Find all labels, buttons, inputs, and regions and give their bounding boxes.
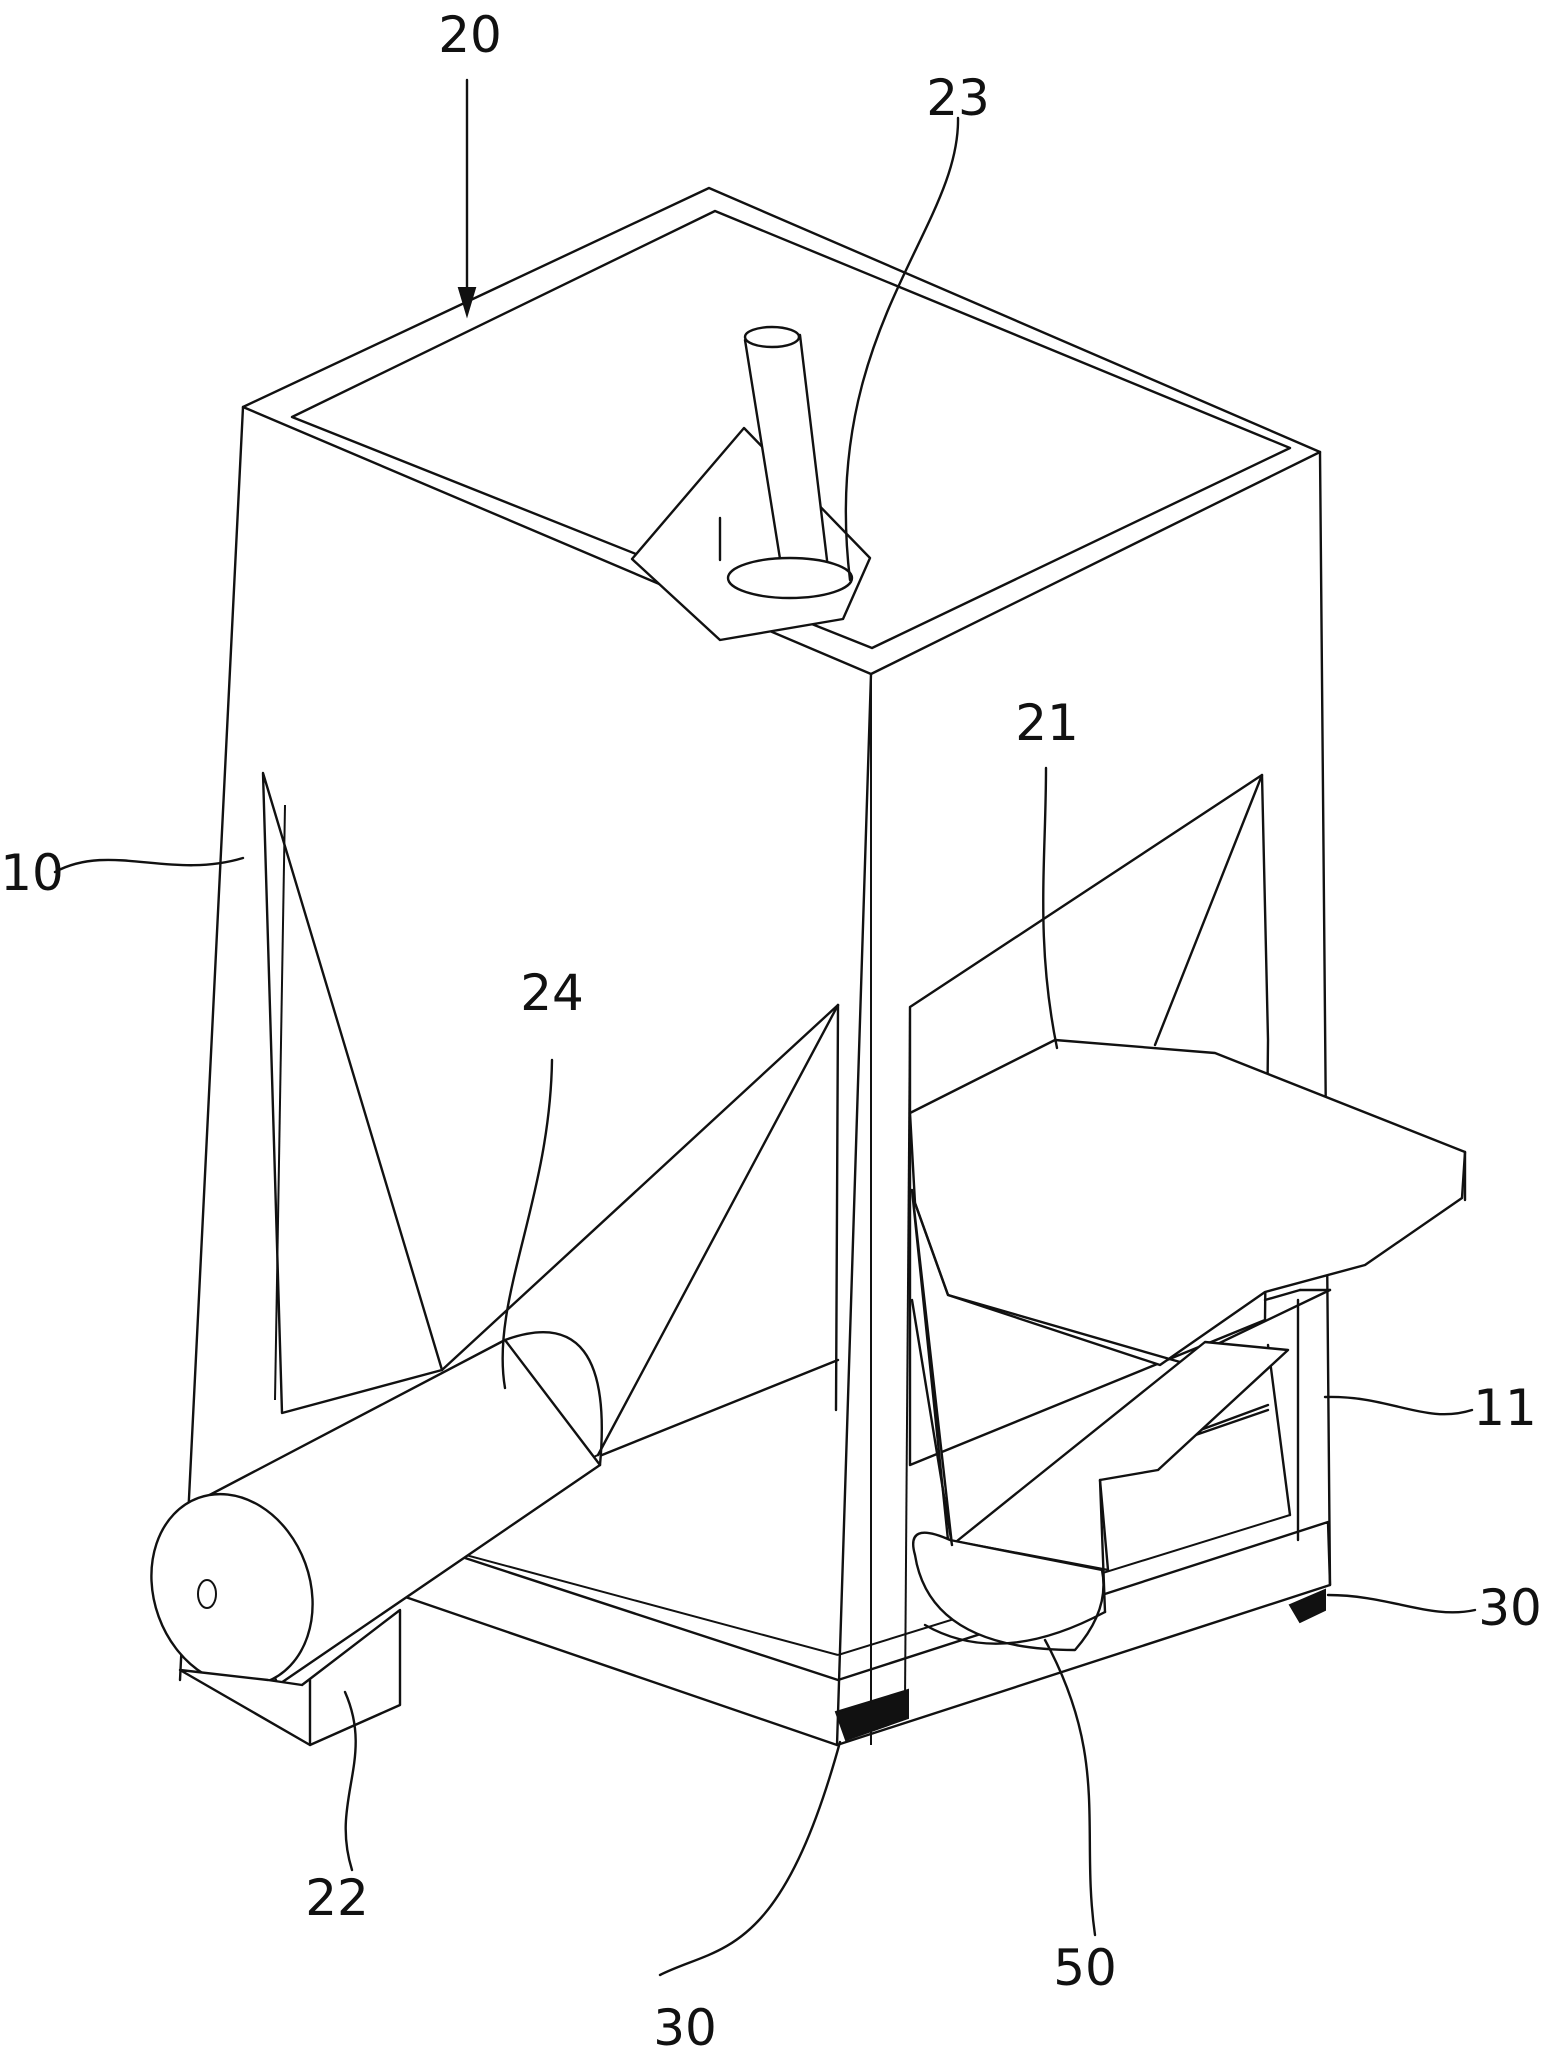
leader-50	[1043, 1638, 1097, 1937]
foot-front	[834, 1688, 909, 1742]
feet	[834, 1588, 1326, 1742]
numeral-24: 24	[520, 964, 584, 1022]
foot-right	[1288, 1588, 1326, 1624]
reference-numerals: 20 23 10 24 21 11 22 30 50 30	[0, 6, 1542, 2057]
numeral-20: 20	[438, 6, 502, 64]
leader-11	[1323, 1395, 1474, 1416]
frame-left-edge	[178, 405, 245, 1682]
tube-top	[743, 325, 801, 349]
leader-30-front	[658, 1740, 842, 1977]
funnel-outlet	[910, 1188, 1290, 1652]
numeral-10: 10	[0, 844, 64, 902]
discharge-tube	[630, 325, 872, 642]
numeral-21: 21	[1015, 694, 1079, 752]
hopper-bottom-left	[440, 1003, 840, 1372]
leader-23	[844, 116, 960, 582]
numeral-11: 11	[1473, 1379, 1537, 1437]
leader-24	[501, 1058, 554, 1390]
left-triangle	[261, 771, 444, 1415]
chute	[908, 1038, 1467, 1367]
screw-conveyor	[150, 1331, 603, 1688]
numeral-30-right: 30	[1478, 1579, 1542, 1637]
funnel-rim	[912, 1531, 1105, 1652]
left-side-panel	[261, 771, 840, 1457]
hopper-inner-wall	[630, 426, 872, 642]
arrow-20	[457, 287, 477, 319]
numeral-22: 22	[305, 1869, 369, 1927]
numeral-50: 50	[1053, 1939, 1117, 1997]
numeral-23: 23	[926, 69, 990, 127]
numeral-30-front: 30	[653, 1999, 717, 2057]
tube-collar	[726, 556, 854, 600]
frame-right-edge	[1318, 450, 1332, 1587]
leader-30-right	[1326, 1593, 1477, 1614]
motor-base	[178, 1608, 402, 1747]
floor-edge	[600, 1358, 840, 1457]
leader-10	[53, 856, 245, 874]
leader-21	[1042, 766, 1059, 1050]
leader-22	[343, 1690, 357, 1872]
frame-front-edge	[835, 672, 873, 1747]
leader-lines	[53, 78, 1477, 1977]
conveyor-joint	[503, 1331, 603, 1467]
chute-plate	[908, 1038, 1467, 1367]
conveyor-shaft-hole	[197, 1579, 217, 1609]
